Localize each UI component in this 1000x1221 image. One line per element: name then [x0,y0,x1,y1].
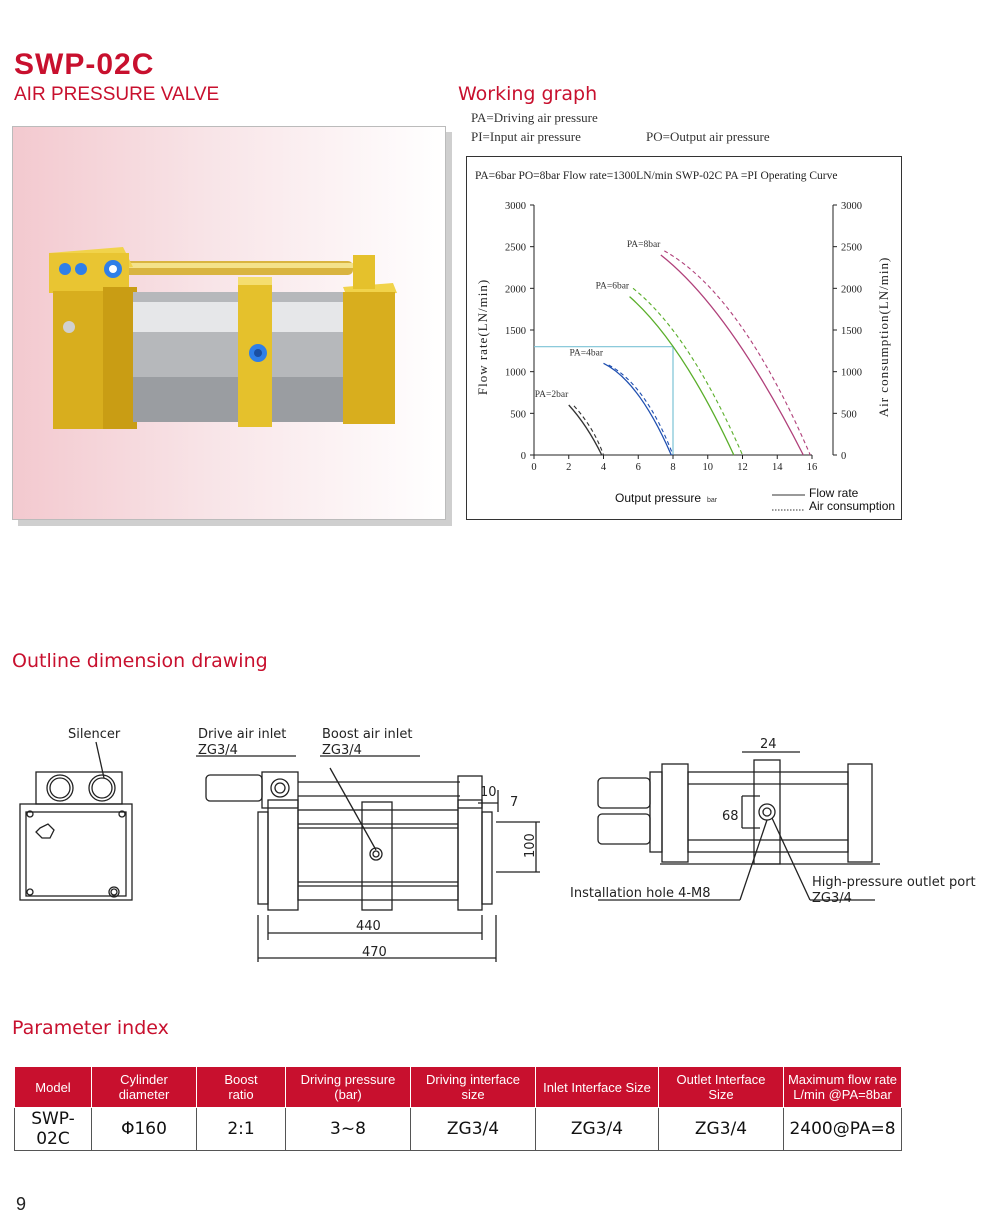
legend-flow-rate: Flow rate [809,486,859,500]
chart-title: PA=6bar PO=8bar Flow rate=1300LN/min SWP… [475,170,837,182]
header-model: Model [14,1066,92,1108]
legend-note-pi: PI=Input air pressure [471,129,581,144]
x-tick-label: 8 [670,462,675,473]
top-view [597,751,880,901]
x-tick-label: 0 [531,462,536,473]
air-consumption-curve-pa-2bar [573,405,605,456]
x-tick-label: 6 [636,462,641,473]
cell-outlet-interface-size: ZG3/4 [658,1107,784,1151]
header-driving-interface-size: Driving interface size [410,1066,536,1108]
cell-boost-ratio: 2:1 [196,1107,286,1151]
flow-rate-curve-pa-4bar [603,362,672,456]
header-driving-pressure: Driving pressure (bar) [285,1066,411,1108]
header-boost-ratio: Boost ratio [196,1066,286,1108]
dim-24: 24 [760,737,777,752]
y-axis-label: Flow rate(LN/min) [475,279,490,395]
working-graph-title: Working graph [458,83,598,105]
dim-68: 68 [722,809,739,824]
cell-model: SWP-02C [14,1107,92,1151]
legend-note-pa: PA=Driving air pressure [471,110,598,125]
y2-axis-label: Air consumption(LN/min) [876,257,891,418]
y2-tick-label: 1500 [841,326,862,337]
parameter-section-title: Parameter index [12,1017,169,1039]
flow-rate-curve-pa-2bar [568,404,603,456]
parameter-table: Model Cylinder diameter Boost ratio Driv… [14,1066,902,1151]
dim-470: 470 [362,945,387,960]
product-illustration [49,247,397,429]
x-tick-label: 12 [737,462,748,473]
air-consumption-curve-pa-8bar [664,250,811,456]
header-max-flow-rate: Maximum flow rate L/min @PA=8bar [783,1066,902,1108]
label-outlet-port: High-pressure outlet port [812,875,976,890]
x-axis-label: Output pressure [615,491,701,505]
label-drive-inlet: Drive air inlet [198,727,286,742]
flow-rate-curve-pa-8bar [660,254,804,456]
dim-10: 10 [480,785,497,800]
legend-note-po: PO=Output air pressure [646,129,770,144]
x-axis-unit: bar [707,497,718,504]
model-subtitle: AIR PRESSURE VALVE [14,84,220,105]
label-install-hole: Installation hole 4-M8 [570,886,711,901]
header-outlet-interface-size: Outlet Interface Size [658,1066,784,1108]
y2-tick-label: 2500 [841,243,862,254]
y2-tick-label: 3000 [841,201,862,212]
header-inlet-interface-size: Inlet Interface Size [535,1066,659,1108]
series-label-pa-4bar: PA=4bar [570,348,604,358]
y2-tick-label: 2000 [841,284,862,295]
outline-section-title: Outline dimension drawing [12,650,268,672]
cell-cylinder-diameter: Φ160 [91,1107,197,1151]
cell-driving-interface-size: ZG3/4 [410,1107,536,1151]
x-tick-label: 16 [807,462,818,473]
y-tick-label: 2500 [505,243,526,254]
legend-air-consumption: Air consumption [809,499,895,513]
label-outlet-thread: ZG3/4 [812,891,852,906]
y-tick-label: 2000 [505,284,526,295]
label-boost-inlet: Boost air inlet [322,727,412,742]
x-tick-label: 2 [566,462,571,473]
dim-100: 100 [523,833,538,858]
model-title: SWP-02C [14,48,155,81]
series-label-pa-8bar: PA=8bar [627,240,661,250]
x-tick-label: 14 [772,462,783,473]
side-view [205,767,540,962]
y2-tick-label: 0 [841,451,846,462]
series-label-pa-2bar: PA=2bar [535,390,569,400]
y2-tick-label: 500 [841,409,857,420]
y-tick-label: 0 [521,451,526,462]
label-boost-inlet-thread: ZG3/4 [322,743,362,758]
cell-inlet-interface-size: ZG3/4 [535,1107,659,1151]
y2-tick-label: 1000 [841,368,862,379]
label-drive-inlet-thread: ZG3/4 [198,743,238,758]
outline-drawing: Silencer Drive air inlet ZG3/4 Boost air… [19,727,976,962]
table-row: SWP-02C Φ160 2:1 3~8 ZG3/4 ZG3/4 ZG3/4 2… [14,1107,902,1151]
header-cylinder-diameter: Cylinder diameter [91,1066,197,1108]
x-tick-label: 4 [601,462,607,473]
end-view [19,741,133,901]
dim-440: 440 [356,919,381,934]
working-graph-chart: PA=6bar PO=8bar Flow rate=1300LN/min SWP… [466,156,902,520]
x-tick-label: 10 [703,462,714,473]
label-silencer: Silencer [68,727,121,742]
y-tick-label: 500 [510,409,526,420]
parameter-header-row: Model Cylinder diameter Boost ratio Driv… [14,1066,902,1108]
operating-point-guide [534,346,674,455]
cell-max-flow-rate: 2400@PA=8 [783,1107,902,1151]
series-label-pa-6bar: PA=6bar [596,282,630,292]
y-tick-label: 3000 [505,201,526,212]
y-tick-label: 1000 [505,368,526,379]
cell-driving-pressure: 3~8 [285,1107,411,1151]
air-consumption-curve-pa-4bar [608,364,674,456]
dim-7: 7 [510,795,518,810]
product-photo [12,126,446,520]
y-tick-label: 1500 [505,326,526,337]
page-number: 9 [16,1194,27,1214]
flow-rate-curve-pa-6bar [629,296,735,456]
operating-curve-svg: PA=6bar PO=8bar Flow rate=1300LN/min SWP… [475,170,895,513]
air-consumption-curve-pa-6bar [632,287,744,456]
